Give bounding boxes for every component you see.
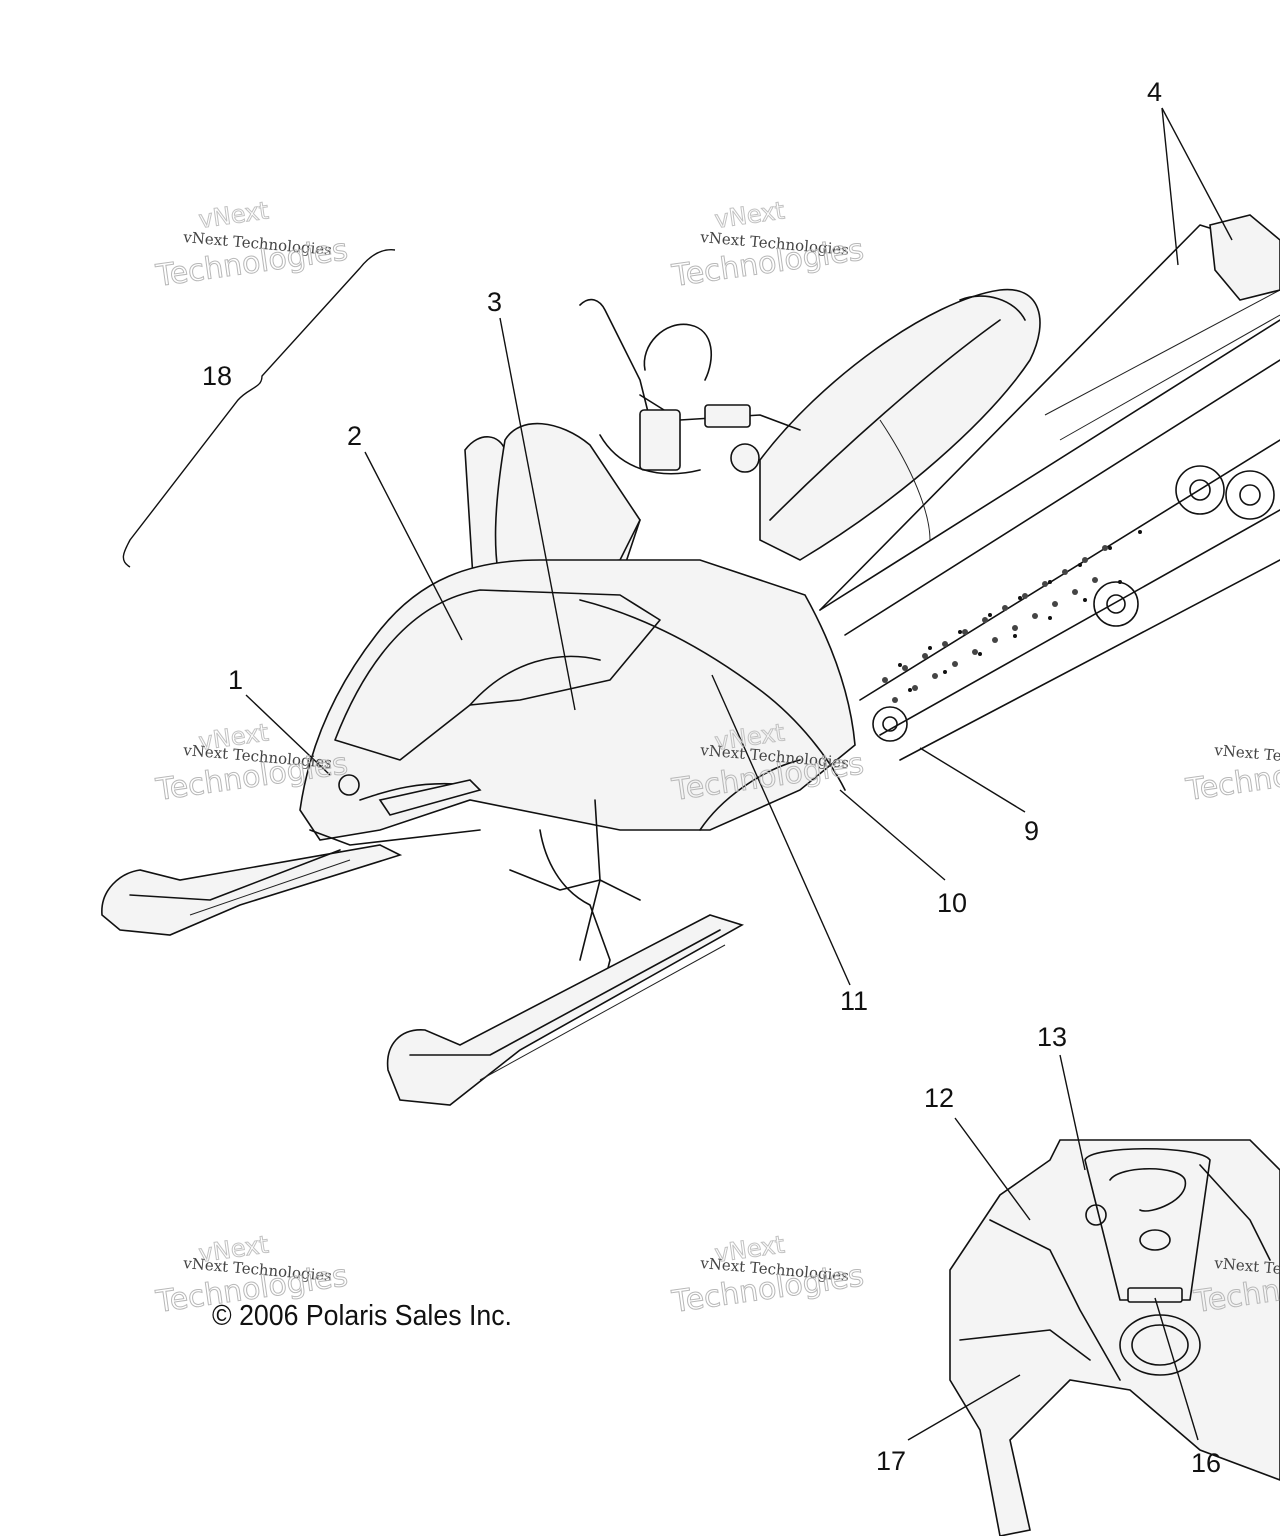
- callout-18: 18: [202, 361, 232, 391]
- callout-12: 12: [924, 1083, 954, 1113]
- hood: [299, 559, 856, 841]
- callout-10: 10: [937, 888, 967, 918]
- left-ski: [101, 844, 403, 936]
- watermark-top-center: vNext vNext Technologies Technologies: [669, 196, 867, 295]
- callout-11: 11: [840, 986, 868, 1016]
- watermark-bottom-center: vNext vNext Technologies Technologies: [669, 1230, 867, 1321]
- seat: [759, 288, 1041, 561]
- right-ski: [386, 914, 745, 1106]
- callout-17: 17: [876, 1446, 906, 1476]
- callout-9: 9: [1024, 816, 1039, 846]
- handlebar-assembly: [579, 298, 801, 475]
- callout-16: 16: [1191, 1448, 1221, 1478]
- leader-lines: [245, 107, 1233, 1441]
- svg-text:vNext: vNext: [197, 196, 270, 233]
- tunnel-assembly: [819, 214, 1280, 761]
- callout-4: 4: [1147, 77, 1162, 107]
- callout-2: 2: [347, 421, 362, 451]
- idler-wheels: [872, 465, 1275, 742]
- callout-13: 13: [1037, 1022, 1067, 1052]
- belly-pan-inset: [949, 1139, 1280, 1536]
- brace-18: [122, 249, 396, 568]
- watermark-mid-right: vNext Technologies Technologies: [1183, 741, 1280, 809]
- watermark-top-left: vNext vNext Technologies Technologies: [153, 196, 351, 295]
- front-suspension: [309, 799, 641, 1001]
- callout-labels: 1 2 3 4 9 10 11 12 13 16 17 18: [202, 77, 1221, 1478]
- running-board-holes: [882, 545, 1108, 703]
- callout-1: 1: [228, 665, 243, 695]
- copyright-notice: © 2006 Polaris Sales Inc.: [212, 1300, 512, 1332]
- tunnel-rivets: [898, 530, 1142, 692]
- svg-text:vNext: vNext: [713, 196, 786, 233]
- callout-3: 3: [487, 287, 502, 317]
